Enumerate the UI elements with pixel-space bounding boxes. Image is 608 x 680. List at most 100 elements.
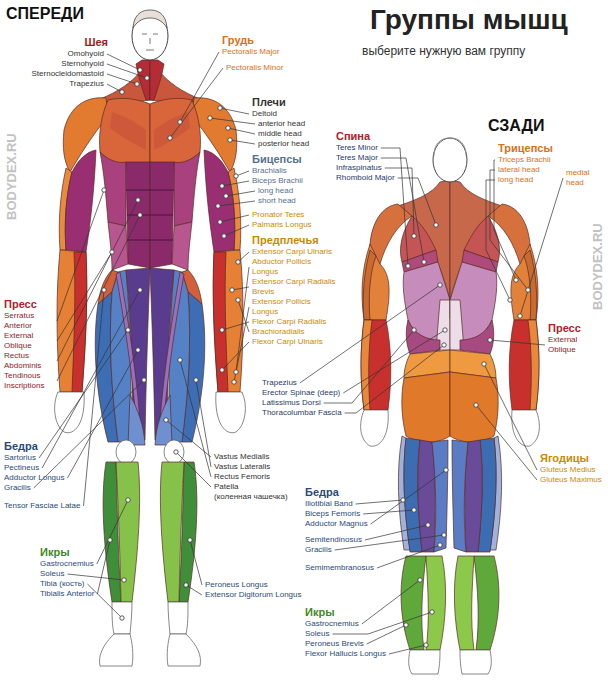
muscle-label: Sartorius [4, 453, 36, 463]
leader-dot [401, 498, 405, 502]
group-heading: Икры [305, 606, 335, 619]
muscle-label: Tibialis Anterior [40, 589, 94, 599]
leader-dot [438, 283, 442, 287]
leader-line [381, 148, 408, 266]
leader-dot [220, 368, 224, 372]
muscle-label: Teres Minor [336, 143, 378, 153]
muscle-label: middle head [258, 129, 302, 139]
muscle-label: Vastus Lateralis [214, 462, 270, 472]
group-heading: Пресс [548, 322, 581, 335]
muscle-label: (коленная чашечка) [214, 492, 288, 502]
muscle-label: Gracilis [4, 483, 31, 493]
group-heading: Грудь [222, 34, 254, 47]
view-heading: СПЕРЕДИ [6, 4, 84, 23]
leader-line [68, 350, 139, 478]
leader-dot [444, 468, 448, 472]
leader-dot [126, 328, 130, 332]
muscle-label: Semitendinosus [305, 535, 362, 545]
group-heading: Плечи [252, 96, 286, 109]
leader-dot [168, 136, 172, 140]
leader-dot [230, 288, 234, 292]
leader-dot [412, 328, 416, 332]
leader-line [367, 625, 406, 644]
leader-dot [220, 328, 224, 332]
leader-dot [136, 348, 140, 352]
muscle-label: Trapezius [262, 378, 297, 388]
muscle-label: Rhomboid Major [336, 173, 395, 183]
muscle-label: short head [258, 196, 296, 206]
muscle-label: Brachialis [252, 166, 287, 176]
muscle-label: Pectoralis Minor [226, 63, 283, 73]
leader-dot [406, 264, 410, 268]
leader-dot [412, 234, 416, 238]
leader-line [356, 500, 403, 504]
leader-dot [424, 643, 428, 647]
leader-line [486, 180, 510, 300]
muscle-label: posterior head [258, 139, 309, 149]
muscle-label: Biceps Brachii [252, 176, 303, 186]
muscle-label: Flexor Carpi Radialis [252, 317, 326, 327]
muscle-label: Rectus Femoris [214, 472, 270, 482]
leader-line [222, 181, 249, 186]
muscle-label: Soleus [305, 629, 329, 639]
muscle-label: External Oblique [4, 331, 54, 351]
leader-dot [518, 314, 522, 318]
leader-line [228, 128, 255, 134]
leader-line [190, 540, 202, 585]
muscle-label: Palmaris Longus [252, 220, 312, 230]
muscle-label: Omohyoid [68, 49, 104, 59]
muscle-label: Abductor Pollicis Longus [252, 257, 338, 277]
muscle-label: Tibia (кость) [40, 579, 84, 589]
muscle-shape [55, 60, 150, 666]
muscle-label: Teres Major [336, 153, 378, 163]
leader-line [107, 54, 140, 70]
leader-line [180, 52, 219, 122]
group-heading: Бицепсы [252, 153, 302, 166]
leader-dot [412, 508, 416, 512]
leader-line [238, 300, 249, 332]
muscle-label: Trapezius [69, 79, 104, 89]
leader-dot [208, 116, 212, 120]
leader-dot [228, 138, 232, 142]
muscle-label: Sternohyoid [61, 59, 104, 69]
muscle-label: Patella [214, 482, 238, 492]
title: Группы мышц [370, 4, 568, 36]
muscle-label: Infraspinatus [336, 163, 382, 173]
leader-dot [126, 498, 130, 502]
leader-line [371, 470, 446, 524]
leader-dot [236, 298, 240, 302]
muscle-label: Gluteus Maximus [540, 475, 602, 485]
leader-line [34, 380, 144, 488]
leader-line [57, 252, 112, 341]
group-heading: Спина [336, 130, 370, 143]
leader-dot [138, 213, 142, 217]
muscle-shape [434, 138, 466, 156]
muscle-label: Brachioradialis [252, 327, 304, 337]
muscle-shape [150, 60, 245, 666]
leader-dot [178, 120, 182, 124]
leader-dot [188, 538, 192, 542]
leader-line [57, 215, 140, 381]
muscle-label: Pronator Teres [252, 210, 304, 220]
leader-line [490, 340, 545, 345]
muscle-label: Biceps Femoris [305, 509, 360, 519]
leader-line [176, 452, 211, 487]
leader-dot [426, 523, 430, 527]
muscle-shape [433, 138, 467, 182]
group-heading: Предплечья [252, 234, 319, 247]
leader-dot [218, 106, 222, 110]
leader-line [224, 225, 249, 236]
leader-dot [508, 298, 512, 302]
leader-line [520, 178, 563, 316]
muscle-label: Serratus Anterior [4, 311, 54, 331]
leader-dot [234, 370, 238, 374]
leader-dot [234, 174, 238, 178]
muscle-label: Deltoid [252, 109, 277, 119]
leader-line [220, 108, 249, 114]
watermark: BODYDEX.RU [590, 223, 605, 310]
leader-dot [220, 184, 224, 188]
leader-dot [138, 68, 142, 72]
muscle-label: long head [498, 175, 533, 185]
muscle-label: Soleus [40, 569, 64, 579]
